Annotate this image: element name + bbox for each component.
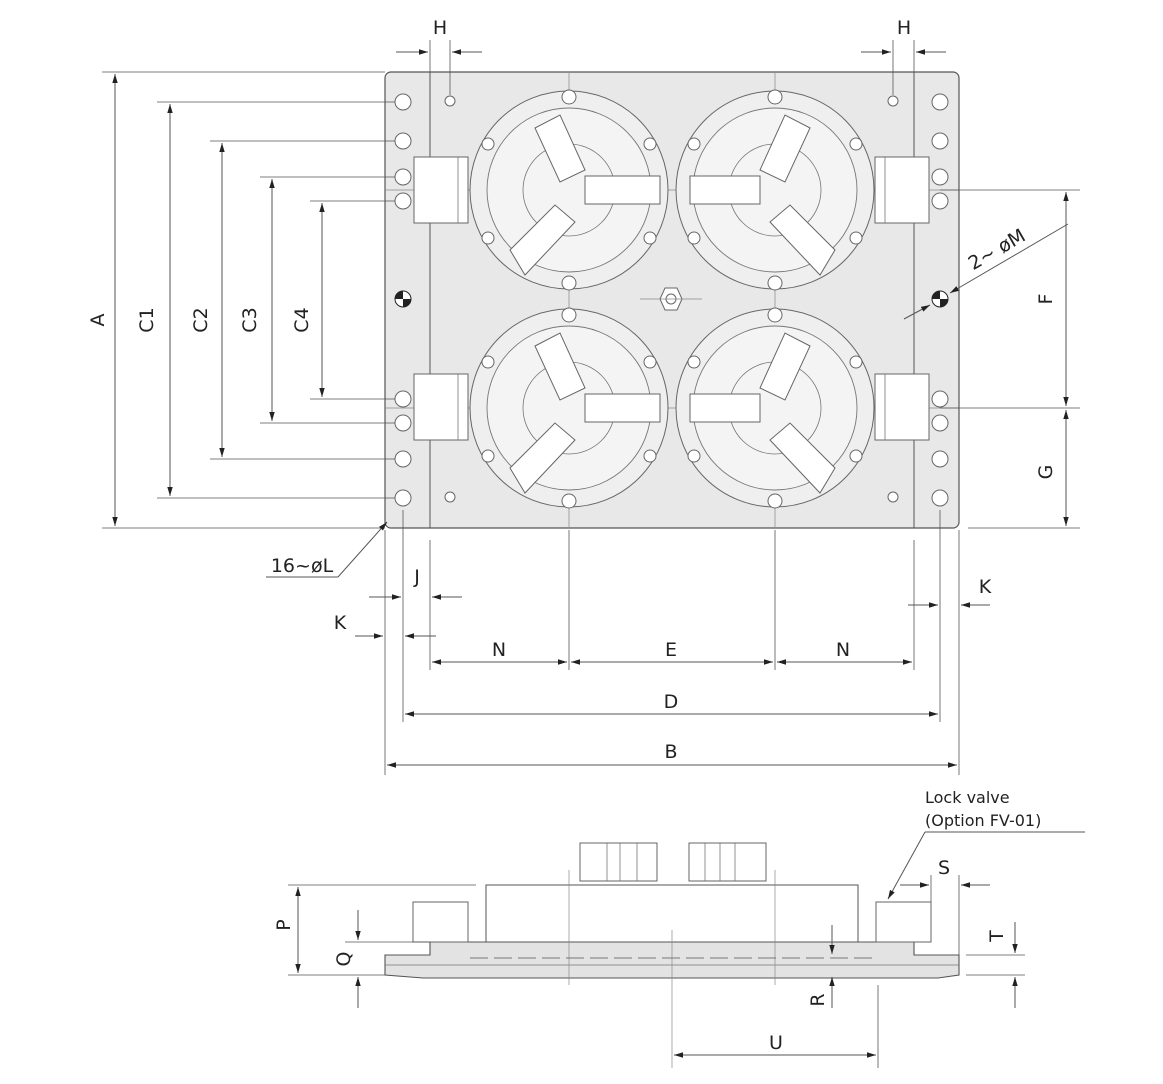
side-chuck-left <box>579 842 658 882</box>
dim-u-label: U <box>769 1032 783 1054</box>
horizontal-dimensions: J K K N E N D B <box>334 510 992 775</box>
dim-u: U <box>674 985 879 1068</box>
dim-b-label: B <box>664 741 677 763</box>
dim-g-label: G <box>1035 465 1057 480</box>
lock-valve-option-label: (Option FV-01) <box>925 811 1041 830</box>
side-chuck-right <box>688 842 767 882</box>
dim-j-label: J <box>413 566 420 588</box>
dim-q-label: Q <box>333 952 355 967</box>
dim-c3-label: C3 <box>239 307 261 332</box>
dim-t: T <box>966 922 1025 1008</box>
dim-a-label: A <box>87 314 109 327</box>
dim-s-label: S <box>938 857 950 879</box>
chuck-top-left <box>469 89 669 291</box>
chuck-bottom-right <box>675 307 875 509</box>
right-dimensions: F G <box>940 189 1080 529</box>
locating-hole-left <box>394 290 412 308</box>
dim-c4-label: C4 <box>291 307 313 332</box>
dim-d-label: D <box>664 691 679 713</box>
callout-mounting-holes: 16~øL <box>266 521 388 578</box>
dim-c1-label: C1 <box>136 307 158 332</box>
dim-n-right-label: N <box>836 639 850 661</box>
dim-n-left-label: N <box>492 639 506 661</box>
chuck-bottom-left <box>469 307 669 509</box>
locating-hole-right <box>931 290 949 308</box>
dim-h-left-label: H <box>433 17 447 39</box>
dim-k-left-label: K <box>334 612 347 634</box>
dim-k-right-label: K <box>979 576 992 598</box>
dim-f-label: F <box>1035 294 1057 305</box>
vertical-dimensions: A C1 C2 C3 C4 <box>87 71 395 529</box>
dim-c2-label: C2 <box>190 307 212 332</box>
dim-t-label: T <box>986 930 1008 943</box>
dim-e-label: E <box>665 639 677 661</box>
valve-blocks <box>413 156 930 441</box>
side-view: P Q R S T <box>273 788 1085 1068</box>
lock-valve-label: Lock valve <box>925 788 1010 807</box>
callout-16l-label: 16~øL <box>271 555 334 577</box>
dim-h-right-label: H <box>897 17 911 39</box>
chuck-top-right <box>675 89 875 291</box>
top-h-dimensions: H H <box>396 17 946 95</box>
center-fitting <box>640 287 702 311</box>
dim-p-label: P <box>273 919 295 930</box>
dim-s: S <box>900 857 990 955</box>
top-view: A C1 C2 C3 C4 F G H H <box>87 17 1080 775</box>
callout-2m-label: 2~ øM <box>965 225 1030 275</box>
dim-r-label: R <box>807 993 829 1006</box>
dims-p-q: P Q <box>273 884 476 1008</box>
dim-r: R <box>807 925 835 1008</box>
callout-lock-valve: Lock valve (Option FV-01) <box>887 788 1085 900</box>
